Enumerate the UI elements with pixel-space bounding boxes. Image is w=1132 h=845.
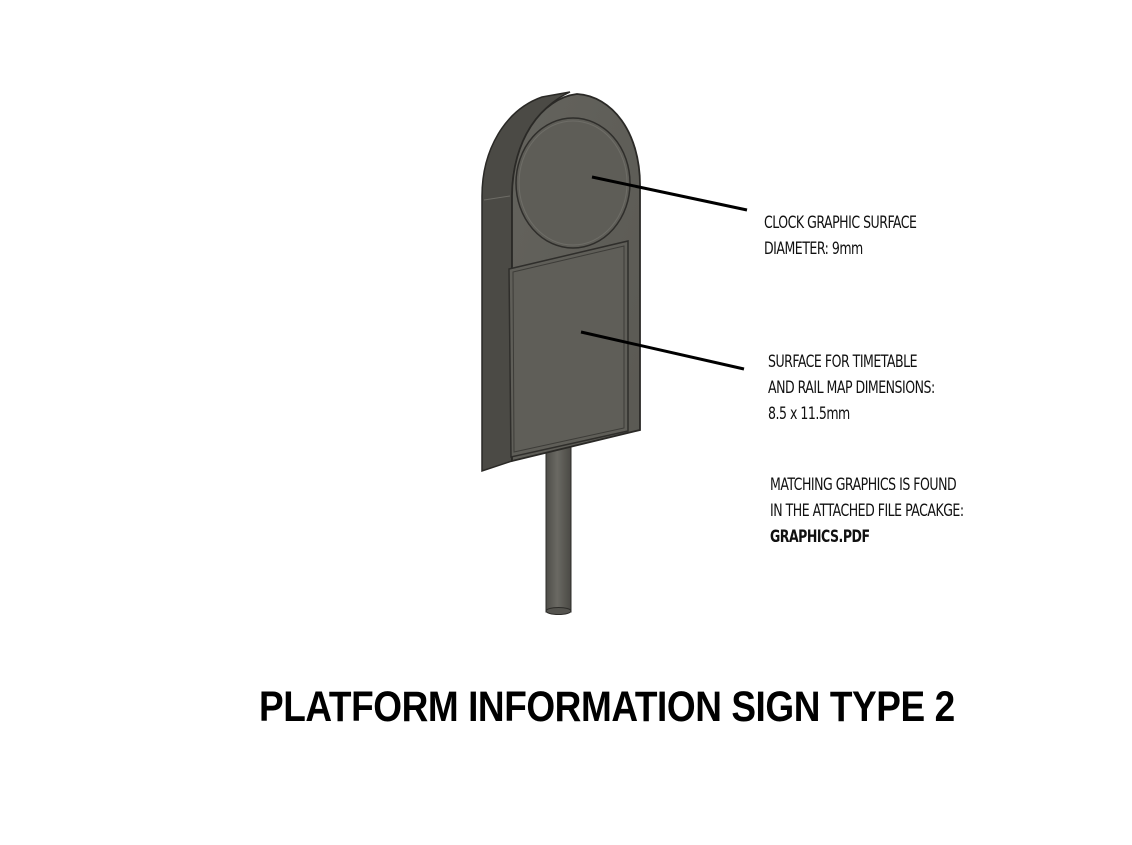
callout-timetable-line-2: AND RAIL MAP DIMENSIONS: bbox=[768, 378, 935, 398]
callout-clock: CLOCK GRAPHIC SURFACE DIAMETER: 9mm bbox=[764, 210, 917, 262]
leader-lines bbox=[580, 175, 748, 371]
clock-surface bbox=[515, 117, 631, 249]
support-post bbox=[545, 445, 572, 615]
callout-graphics: MATCHING GRAPHICS IS FOUND IN THE ATTACH… bbox=[770, 472, 964, 550]
timetable-surface bbox=[508, 240, 629, 458]
callout-graphics-line-2: IN THE ATTACHED FILE PACAKGE: bbox=[770, 501, 964, 521]
callout-clock-line-2: DIAMETER: 9mm bbox=[764, 239, 863, 259]
callout-graphics-filename: GRAPHICS.PDF bbox=[770, 527, 870, 547]
callout-timetable-line-3: 8.5 x 11.5mm bbox=[768, 404, 850, 424]
page-title: PLATFORM INFORMATION SIGN TYPE 2 bbox=[259, 683, 955, 731]
callout-timetable: SURFACE FOR TIMETABLE AND RAIL MAP DIMEN… bbox=[768, 349, 935, 427]
callout-graphics-line-1: MATCHING GRAPHICS IS FOUND bbox=[770, 475, 957, 495]
callout-clock-line-1: CLOCK GRAPHIC SURFACE bbox=[764, 213, 917, 233]
callout-timetable-line-1: SURFACE FOR TIMETABLE bbox=[768, 352, 918, 372]
leader-line-timetable bbox=[580, 330, 745, 371]
leader-line-clock bbox=[591, 175, 748, 212]
